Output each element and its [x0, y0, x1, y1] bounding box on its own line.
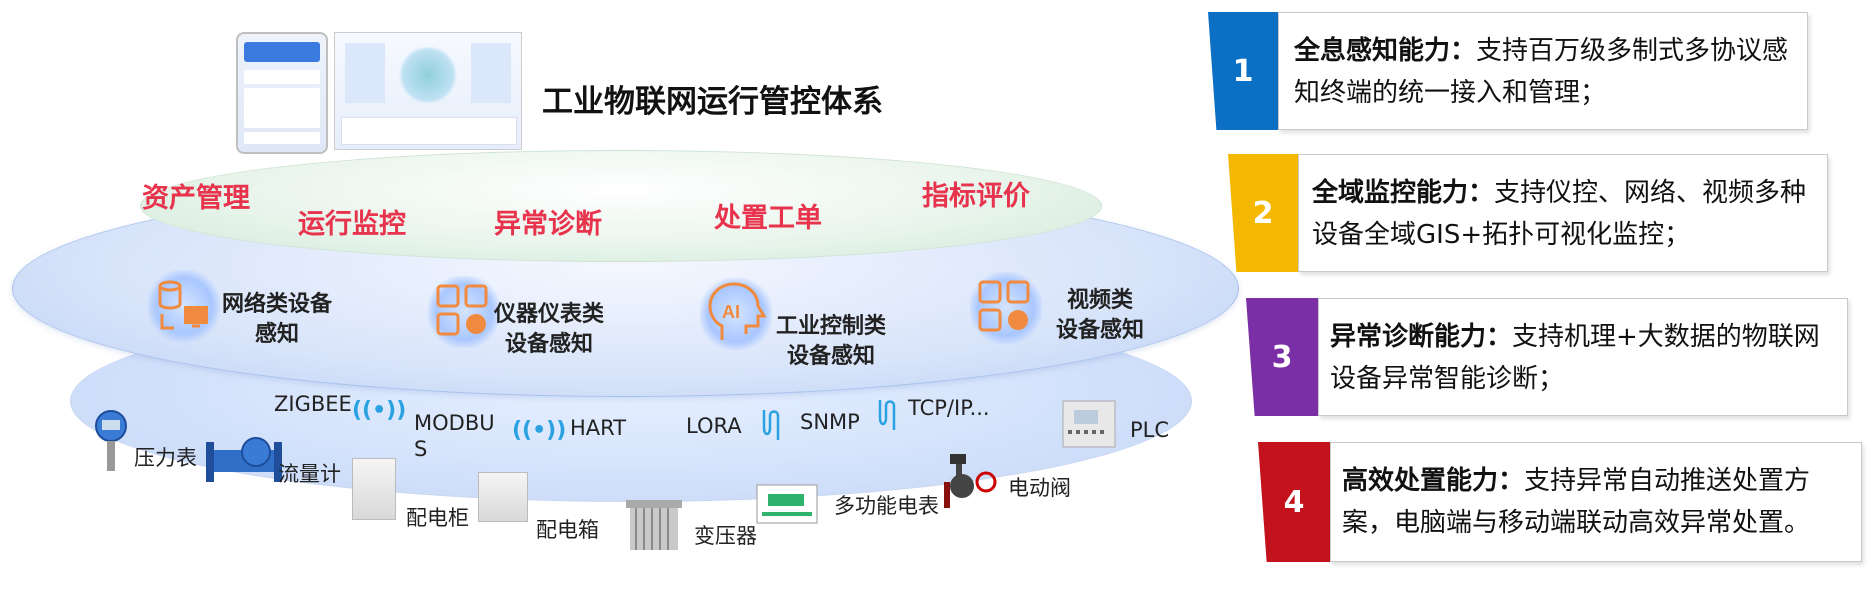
capability-card-2 — [1298, 154, 1828, 272]
capability-asset: 资产管理 — [142, 183, 250, 214]
device-cabinet-label: 配电柜 — [406, 506, 469, 530]
card-4-text: 高效处置能力：支持异常自动推送处置方案，电脑端与移动端联动高效异常处置。 — [1342, 460, 1860, 544]
capability-workorder: 处置工单 — [714, 203, 822, 234]
power-meter-icon — [756, 484, 818, 528]
sensing-network-label: 网络类设备 感知 — [222, 292, 333, 347]
sensing-instrument-label: 仪器仪表类 设备感知 — [494, 302, 605, 357]
card-number-badge: 1 — [1208, 12, 1278, 130]
plc-icon — [1062, 400, 1116, 452]
capability-monitor: 运行监控 — [298, 209, 406, 240]
capability-diagnosis: 异常诊断 — [494, 209, 602, 240]
card-2-body: 支持仪控、网络、视频多种设备全域GIS+拓扑可视化监控； — [1312, 178, 1807, 250]
device-valve-label: 电动阀 — [1008, 476, 1071, 500]
device-transformer-label: 变压器 — [694, 524, 757, 548]
cable-icon — [760, 408, 784, 446]
pressure-gauge-icon — [94, 408, 128, 482]
card-2-heading: 全域监控能力： — [1312, 178, 1495, 208]
sensing-video-label: 视频类 设备感知 — [1056, 288, 1145, 343]
card-1-body: 支持百万级多制式多协议感知终端的统一接入和管理； — [1294, 36, 1789, 108]
card-number-badge: 2 — [1228, 154, 1298, 272]
flowmeter-icon — [204, 432, 284, 496]
card-4-heading: 高效处置能力： — [1342, 466, 1525, 496]
card-2-text: 全域监控能力：支持仪控、网络、视频多种设备全域GIS+拓扑可视化监控； — [1312, 172, 1812, 256]
capability-card-3 — [1318, 298, 1848, 416]
instrument-blocks-icon — [428, 276, 500, 348]
cabinet-icon — [352, 458, 396, 520]
wireless-icon: ((•)) — [512, 418, 567, 443]
capability-card-4 — [1330, 442, 1862, 562]
page-title: 工业物联网运行管控体系 — [542, 84, 883, 120]
card-4-body: 支持异常自动推送处置方案，电脑端与移动端联动高效异常处置。 — [1342, 466, 1811, 538]
protocol-lora: LORA — [686, 414, 742, 438]
cable-icon — [876, 398, 900, 436]
mobile-screenshot — [236, 32, 328, 154]
transformer-icon — [622, 496, 686, 564]
protocol-plc: PLC — [1130, 418, 1170, 442]
card-3-text: 异常诊断能力：支持机理+大数据的物联网设备异常智能诊断； — [1330, 316, 1835, 400]
card-number-badge: 3 — [1246, 298, 1318, 416]
database-monitor-icon — [148, 270, 220, 342]
wireless-icon: ((•)) — [352, 398, 407, 423]
ai-head-icon: AI — [700, 278, 772, 350]
dashboard-screenshot — [334, 32, 522, 150]
device-meter-label: 多功能电表 — [834, 494, 939, 518]
device-box-label: 配电箱 — [536, 518, 599, 542]
card-1-heading: 全息感知能力： — [1294, 36, 1477, 66]
card-1-text: 全息感知能力：支持百万级多制式多协议感知终端的统一接入和管理； — [1294, 30, 1794, 114]
card-3-body: 支持机理+大数据的物联网设备异常智能诊断； — [1330, 322, 1820, 394]
protocol-tcpip: TCP/IP... — [908, 396, 990, 420]
svg-text:AI: AI — [722, 302, 740, 322]
card-3-heading: 异常诊断能力： — [1330, 322, 1513, 352]
distribution-box-icon — [478, 472, 528, 522]
capability-evaluation: 指标评价 — [922, 181, 1030, 212]
application-layer-ellipse — [140, 150, 1102, 262]
card-number-badge: 4 — [1258, 442, 1330, 562]
protocol-modbus: MODBU S — [414, 411, 495, 461]
device-flow-label: 流量计 — [278, 462, 341, 486]
protocol-zigbee: ZIGBEE — [274, 392, 352, 416]
device-pressure-label: 压力表 — [134, 446, 197, 470]
video-blocks-icon — [970, 272, 1042, 344]
protocol-hart: HART — [570, 416, 627, 440]
sensing-control-label: 工业控制类 设备感知 — [776, 314, 887, 369]
capability-card-1 — [1278, 12, 1808, 130]
motor-valve-icon — [944, 452, 1000, 516]
protocol-snmp: SNMP — [800, 410, 860, 434]
